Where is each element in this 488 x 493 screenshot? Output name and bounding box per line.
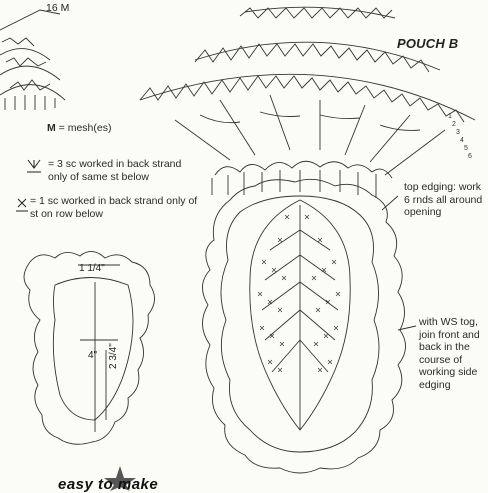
- legend-mesh: M = mesh(es): [47, 122, 111, 135]
- row-number: 4: [460, 137, 464, 144]
- legend-mesh-key: M: [47, 122, 56, 134]
- dimension-width-top: 1 1/4": [79, 263, 105, 274]
- row-number: 2: [452, 121, 456, 128]
- legend-1sc-text: = 1 sc worked in back strand only of st …: [30, 195, 198, 220]
- star-icon: [104, 466, 136, 491]
- mesh-count-label: 16 M: [46, 2, 70, 14]
- opening-rim: [211, 160, 393, 198]
- stitch-texture: [257, 214, 341, 373]
- back-strand-1sc-symbol: [16, 198, 28, 212]
- row-number: 5: [464, 145, 468, 152]
- back-strand-3sc-symbol: [27, 159, 41, 173]
- pointer-line-top: [381, 195, 399, 211]
- pointer-line-side: [397, 325, 417, 331]
- mesh-chart-fragment: [0, 9, 66, 110]
- actual-size-outline: [23, 251, 155, 445]
- pouch-title: POUCH B: [397, 36, 459, 51]
- dimension-width-mid: 4": [88, 350, 98, 361]
- side-join-note: with WS tog, join front and back in the …: [419, 316, 480, 391]
- row-numbers: 1 2 3 4 5 6: [448, 113, 472, 160]
- pouch-body-outline: [202, 178, 406, 474]
- legend-mesh-text: = mesh(es): [55, 122, 112, 134]
- row-number: 6: [468, 153, 472, 160]
- row-number: 1: [448, 113, 452, 120]
- top-edging-note: top edging: work 6 rnds all around openi…: [404, 181, 483, 218]
- dimension-height: 2 3/4": [108, 343, 119, 369]
- leaf-motif: [249, 199, 351, 431]
- row-number: 3: [456, 129, 460, 136]
- footer-logo: easy to make: [58, 476, 159, 493]
- top-edging-chart: [139, 6, 476, 176]
- legend-3sc-text: = 3 sc worked in back strand only of sam…: [48, 158, 182, 183]
